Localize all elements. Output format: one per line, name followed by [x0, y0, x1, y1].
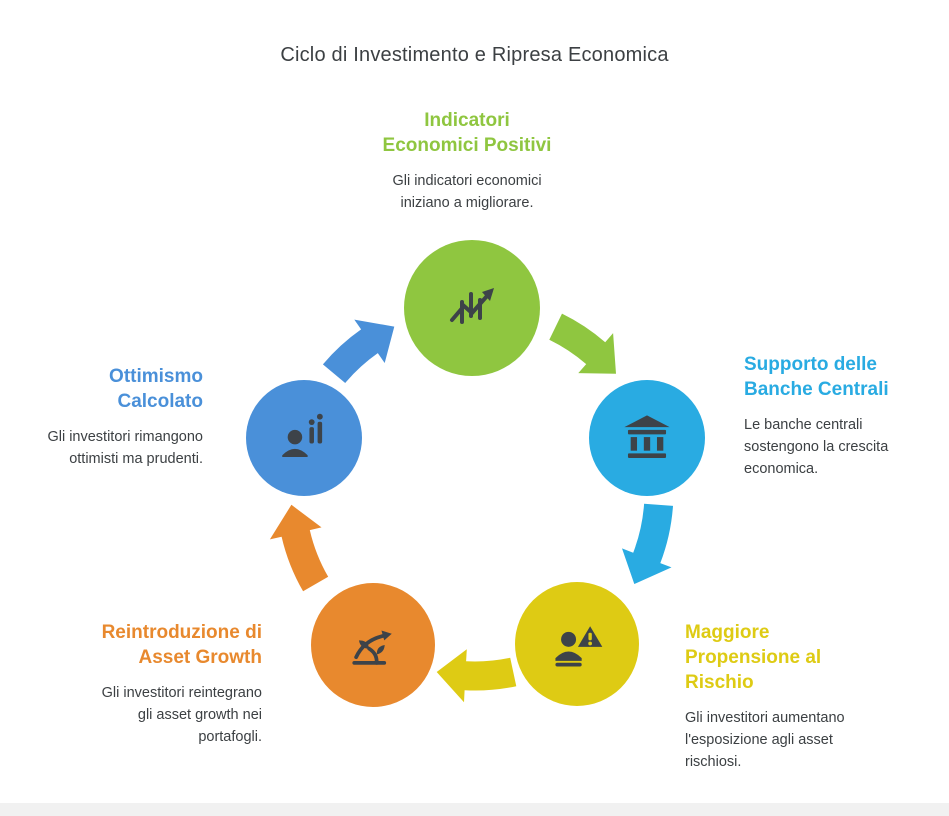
node-block-positive-indicators: Indicatori Economici Positivi Gli indica… — [322, 108, 612, 215]
node-description-positive-indicators: Gli indicatori economici iniziano a migl… — [392, 173, 542, 211]
diagram-title: Ciclo di Investimento e Ripresa Economic… — [280, 44, 669, 66]
footer-strip — [0, 803, 949, 816]
arrow-positive-indicators-to-central-banks — [549, 313, 616, 374]
node-circle-central-bank-support — [589, 380, 705, 496]
node-circle-asset-growth — [311, 583, 435, 707]
node-block-risk-appetite: Maggiore Propensione al Rischio Gli inve… — [685, 620, 890, 773]
node-title-risk-appetite: Maggiore Propensione al Rischio — [685, 622, 822, 694]
growth-plant-icon — [343, 615, 403, 675]
arrow-asset-growth-to-optimism — [269, 504, 329, 592]
person-chart-icon — [275, 409, 333, 467]
node-title-calculated-optimism: Ottimismo Calcolato — [109, 366, 203, 413]
node-block-central-bank-support: Supporto delle Banche Centrali Le banche… — [744, 352, 922, 480]
bank-icon — [618, 409, 676, 467]
node-description-central-bank-support: Le banche centrali sostengono la crescit… — [744, 417, 889, 477]
node-title-central-bank-support: Supporto delle Banche Centrali — [744, 354, 889, 401]
arrow-risk-appetite-to-asset-growth — [436, 649, 517, 703]
node-description-risk-appetite: Gli investitori aumentano l'esposizione … — [685, 710, 845, 770]
node-description-calculated-optimism: Gli investitori rimangono ottimisti ma p… — [47, 429, 203, 467]
node-block-asset-growth: Reintroduzione di Asset Growth Gli inves… — [57, 620, 262, 748]
arrow-optimism-to-positive-indicators — [322, 319, 395, 383]
arrow-central-banks-to-risk-appetite — [622, 503, 673, 584]
node-title-positive-indicators: Indicatori Economici Positivi — [382, 110, 552, 157]
node-description-asset-growth: Gli investitori reintegrano gli asset gr… — [101, 685, 262, 745]
node-block-calculated-optimism: Ottimismo Calcolato Gli investitori rima… — [18, 364, 203, 471]
node-circle-calculated-optimism — [246, 380, 362, 496]
node-circle-risk-appetite — [515, 582, 639, 706]
node-title-asset-growth: Reintroduzione di Asset Growth — [101, 622, 262, 669]
node-circle-positive-indicators — [404, 240, 540, 376]
risk-warning-icon — [547, 614, 607, 674]
chart-growth-icon — [440, 276, 504, 340]
